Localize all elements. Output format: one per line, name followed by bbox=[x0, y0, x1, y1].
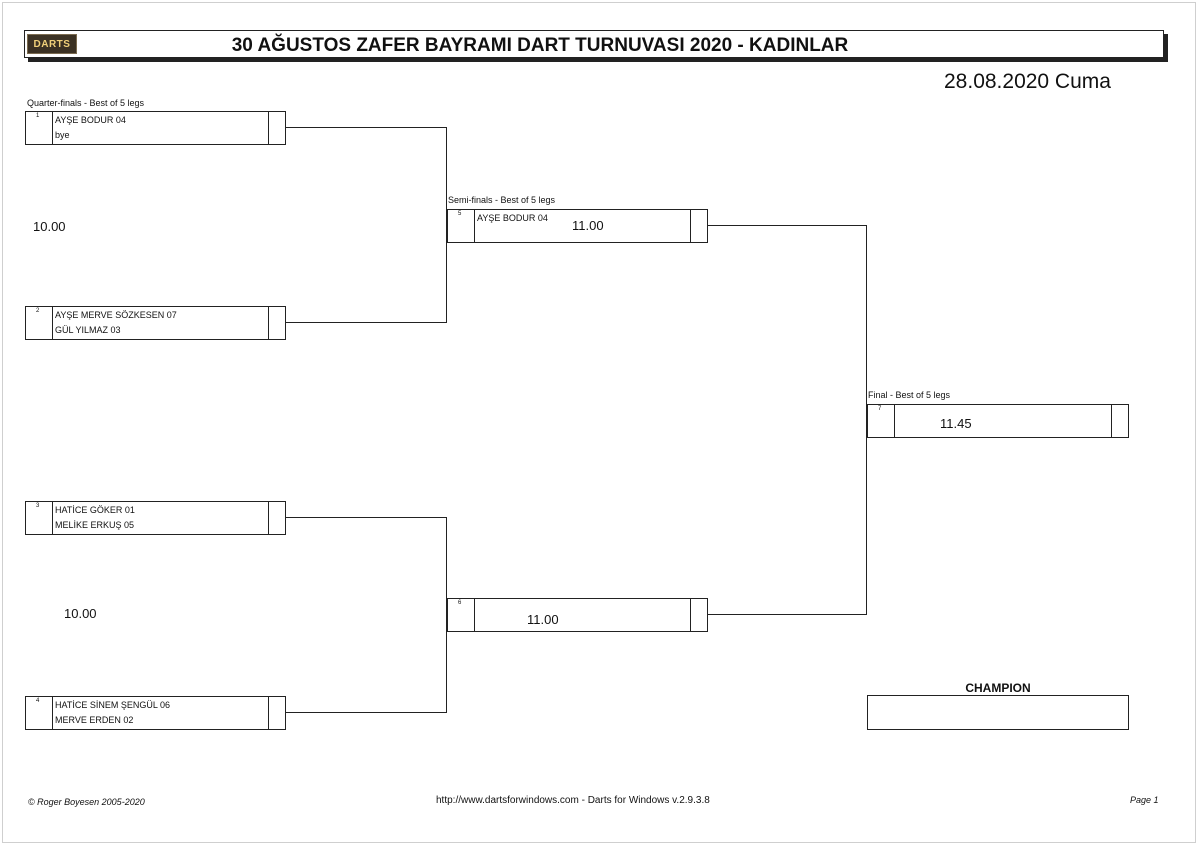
bracket-line bbox=[286, 322, 447, 323]
match-box-1: 1 AYŞE BODUR 04 bye bbox=[25, 111, 286, 145]
player-name: HATİCE SİNEM ŞENGÜL 06 bbox=[55, 700, 171, 710]
round-label-semifinals: Semi-finals - Best of 5 legs bbox=[448, 195, 556, 205]
bracket-line bbox=[286, 517, 447, 518]
match-number-cell: 1 bbox=[26, 112, 53, 144]
event-date: 28.08.2020 Cuma bbox=[944, 70, 1111, 93]
bracket-line bbox=[446, 127, 447, 323]
match-number-cell: 2 bbox=[26, 307, 53, 339]
score-cell bbox=[268, 307, 285, 339]
score-cell bbox=[268, 112, 285, 144]
match-number: 2 bbox=[36, 308, 40, 314]
score-cell bbox=[690, 210, 707, 242]
score-cell bbox=[690, 599, 707, 631]
bracket-line bbox=[708, 614, 867, 615]
match-box-5: 5 AYŞE BODUR 04 bbox=[447, 209, 708, 243]
player-name: GÜL YILMAZ 03 bbox=[55, 325, 121, 335]
footer-page-number: Page 1 bbox=[1130, 795, 1159, 805]
logo-text: DARTS bbox=[33, 38, 71, 50]
header-bar bbox=[24, 30, 1164, 58]
match-box-2: 2 AYŞE MERVE SÖZKESEN 07 GÜL YILMAZ 03 bbox=[25, 306, 286, 340]
footer-url: http://www.dartsforwindows.com - Darts f… bbox=[436, 795, 710, 806]
match-box-6: 6 bbox=[447, 598, 708, 632]
player-name: AYŞE MERVE SÖZKESEN 07 bbox=[55, 310, 177, 320]
match-number-cell: 4 bbox=[26, 697, 53, 729]
match-number: 1 bbox=[36, 113, 40, 119]
score-cell bbox=[268, 502, 285, 534]
match-number-cell: 6 bbox=[448, 599, 475, 631]
champion-label: CHAMPION bbox=[965, 681, 1031, 695]
player-name: AYŞE BODUR 04 bbox=[55, 115, 126, 125]
bracket-line bbox=[708, 225, 867, 226]
match-number: 6 bbox=[458, 600, 462, 606]
player-name: bye bbox=[55, 130, 70, 140]
match-time-sf-top: 11.00 bbox=[572, 218, 604, 233]
match-number-cell: 3 bbox=[26, 502, 53, 534]
bracket-line bbox=[446, 517, 447, 713]
page-title: 30 AĞUSTOS ZAFER BAYRAMI DART TURNUVASI … bbox=[231, 35, 849, 56]
bracket-line bbox=[286, 127, 447, 128]
match-box-4: 4 HATİCE SİNEM ŞENGÜL 06 MERVE ERDEN 02 bbox=[25, 696, 286, 730]
match-number: 3 bbox=[36, 503, 40, 509]
player-name: HATİCE GÖKER 01 bbox=[55, 505, 135, 515]
match-number-cell: 7 bbox=[868, 405, 895, 437]
match-number-cell: 5 bbox=[448, 210, 475, 242]
bracket-line bbox=[866, 225, 867, 615]
player-name: AYŞE BODUR 04 bbox=[477, 213, 548, 223]
score-cell bbox=[268, 697, 285, 729]
match-time-qf-top: 10.00 bbox=[33, 219, 66, 234]
bracket-line bbox=[286, 712, 447, 713]
match-box-3: 3 HATİCE GÖKER 01 MELİKE ERKUŞ 05 bbox=[25, 501, 286, 535]
score-cell bbox=[1111, 405, 1128, 437]
match-number: 5 bbox=[458, 211, 462, 217]
match-number: 7 bbox=[878, 406, 882, 412]
round-label-quarterfinals: Quarter-finals - Best of 5 legs bbox=[27, 98, 145, 108]
champion-box bbox=[867, 695, 1129, 730]
darts-logo: DARTS bbox=[27, 34, 77, 54]
match-number: 4 bbox=[36, 698, 40, 704]
player-name: MERVE ERDEN 02 bbox=[55, 715, 134, 725]
match-time-final: 11.45 bbox=[940, 416, 972, 431]
match-box-7: 7 bbox=[867, 404, 1129, 438]
round-label-final: Final - Best of 5 legs bbox=[868, 390, 951, 400]
player-name: MELİKE ERKUŞ 05 bbox=[55, 520, 135, 530]
match-time-sf-bottom: 11.00 bbox=[527, 612, 559, 627]
footer-copyright: © Roger Boyesen 2005-2020 bbox=[28, 797, 145, 807]
match-time-qf-bottom: 10.00 bbox=[64, 606, 97, 621]
